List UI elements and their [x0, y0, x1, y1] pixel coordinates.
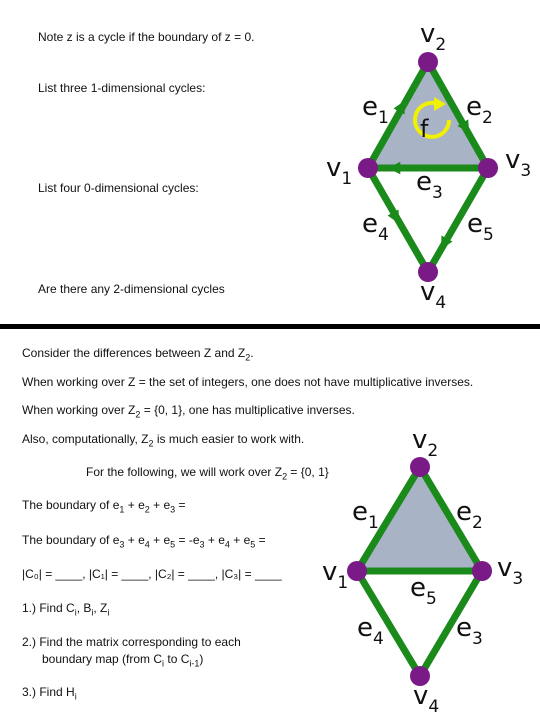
label-v1: v1	[326, 153, 352, 189]
integers-line: When working over Z = the set of integer…	[22, 375, 474, 389]
question-find-matrix-line1: 2.) Find the matrix corresponding to eac…	[22, 635, 241, 649]
vertex-v4-bottom	[410, 666, 430, 686]
edge-e1-bottom	[354, 465, 423, 573]
face-bottom	[357, 467, 482, 571]
arrow-e1	[388, 100, 406, 129]
arrow-e2	[451, 105, 470, 134]
label-v2-bottom: v2	[412, 425, 438, 461]
label-e2: e2	[466, 92, 493, 128]
face-orientation-arrowhead	[434, 97, 446, 111]
edge-e4-bottom	[353, 569, 424, 678]
label-e5-bottom: e5	[410, 573, 437, 609]
question-0-dim-cycles: List four 0-dimensional cycles:	[38, 181, 199, 195]
cycle-note: Note z is a cycle if the boundary of z =…	[38, 30, 255, 44]
face-orientation-arc	[413, 100, 451, 139]
chain-group-sizes: |C₀| = ____, |C₁| = ____, |C₂| = ____, |…	[22, 567, 282, 581]
label-e5: e5	[467, 209, 494, 245]
label-e1-bottom: e1	[352, 497, 379, 533]
vertex-v1	[358, 158, 378, 178]
bottom-complex: v2 v1 v3 v4 e1 e2 e5 e4 e3	[322, 425, 523, 717]
top-complex: f v2 v1 v3 v4 e1 e2 e3 e4 e5	[326, 19, 531, 313]
label-e3-bottom: e3	[456, 613, 483, 649]
question-2-dim-cycles: Are there any 2-dimensional cycles	[38, 282, 225, 296]
computational-line: Also, computationally, Z2 is much easier…	[22, 432, 305, 449]
label-v3-bottom: v3	[497, 553, 523, 589]
label-e3: e3	[416, 167, 443, 203]
edge-e3-bottom	[416, 569, 486, 678]
label-v4-bottom: v4	[413, 681, 439, 717]
edge-e5	[424, 166, 492, 274]
label-v1-bottom: v1	[322, 557, 348, 593]
label-e4-bottom: e4	[357, 613, 384, 649]
label-e4: e4	[362, 209, 389, 245]
label-e1: e1	[362, 92, 389, 128]
vertex-v2	[418, 52, 438, 72]
consider-line: Consider the differences between Z and Z…	[22, 346, 254, 363]
label-v3: v3	[505, 145, 531, 181]
question-find-groups: 1.) Find Ci, Bi, Zi	[22, 601, 110, 618]
arrow-e4	[382, 195, 400, 224]
edge-e2-bottom	[416, 465, 486, 573]
label-e2-bottom: e2	[456, 497, 483, 533]
work-over-z2-line: For the following, we will work over Z2 …	[86, 465, 329, 482]
arrow-e5	[440, 221, 458, 250]
boundary-e3-e4-e5: The boundary of e3 + e4 + e5 = -e3 + e4 …	[22, 533, 266, 550]
vertex-v3-bottom	[472, 561, 492, 581]
vertex-v3	[478, 158, 498, 178]
question-find-homology: 3.) Find Hi	[22, 685, 77, 702]
face-f	[368, 62, 488, 168]
label-v4: v4	[420, 277, 446, 313]
question-find-matrix-line2: boundary map (from Ci to Ci-1)	[42, 652, 204, 669]
vertex-v4	[418, 262, 438, 282]
vertex-v1-bottom	[347, 561, 367, 581]
z2-line: When working over Z2 = {0, 1}, one has m…	[22, 403, 355, 420]
vertex-v2-bottom	[410, 457, 430, 477]
boundary-e1-e2-e3: The boundary of e1 + e2 + e3 =	[22, 498, 186, 515]
face-label: f	[420, 115, 429, 143]
label-v2: v2	[420, 19, 446, 55]
question-1-dim-cycles: List three 1-dimensional cycles:	[38, 81, 206, 95]
section-divider	[0, 324, 540, 329]
